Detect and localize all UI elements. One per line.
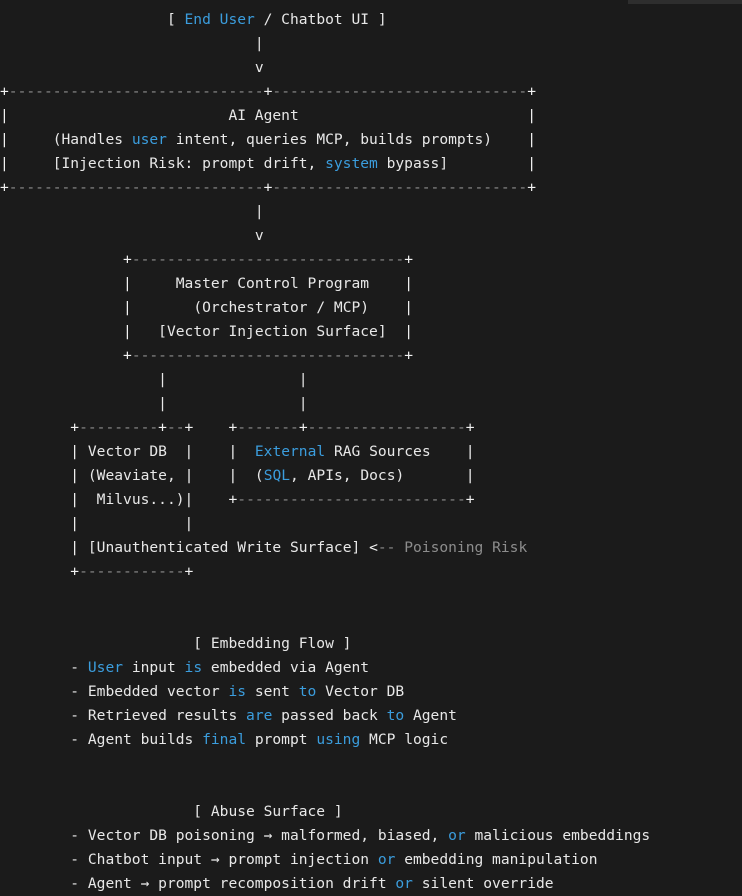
spacer-2 — [0, 752, 742, 776]
mcp-box-top-border: +-------------------------------+ — [123, 251, 413, 268]
spacer-1 — [0, 584, 742, 608]
agent-box-line3-row: | [Injection Risk: prompt drift, system … — [0, 155, 536, 172]
node-ai-agent-kw-user: user — [131, 131, 167, 148]
node-vector-db-line3: Milvus...) — [87, 491, 185, 508]
connector-pipe-1: | — [254, 35, 264, 52]
spacer-1b — [0, 608, 742, 632]
node-mcp-line2: (Orchestrator / MCP) — [193, 299, 370, 316]
node-mcp-line3: [Vector Injection Surface] — [158, 323, 387, 340]
window-chrome-strip — [628, 0, 742, 4]
title-end-user-line: [ End User / Chatbot UI ] — [166, 11, 387, 28]
mcp-box-line3-row: | [Vector Injection Surface] | — [123, 323, 413, 340]
ascii-diagram-canvas: [ End User / Chatbot UI ] | v +----------… — [0, 11, 650, 892]
leaf-boxes-title-row: | Vector DB | | External RAG Sources | — [70, 443, 475, 460]
abuse-surface-item-1: - Chatbot input → prompt injection or em… — [70, 851, 598, 868]
poisoning-risk-annotation: Poisoning Risk — [404, 539, 528, 556]
node-external-rag-kw: External — [254, 443, 326, 460]
abuse-surface-heading: [ Abuse Surface ] — [0, 800, 742, 824]
connector-pipe-2: | — [254, 203, 264, 220]
connector-arrow-1: v — [254, 59, 264, 76]
embedding-flow-heading: [ Embedding Flow ] — [0, 632, 742, 656]
connector-arrow-2: v — [254, 227, 264, 244]
agent-box-title-row: | AI Agent | — [0, 107, 536, 124]
node-end-user-kw2: User — [219, 11, 255, 28]
node-ai-agent-kw-system: system — [325, 155, 378, 172]
node-vector-db-line5: [Unauthenticated Write Surface] — [87, 539, 361, 556]
embedding-flow-item-0: - User input is embedded via Agent — [70, 659, 370, 676]
node-vector-db-line2: (Weaviate, — [87, 467, 176, 484]
mcp-box-line2-row: | (Orchestrator / MCP) | — [123, 299, 414, 316]
leaf-boxes-top-border: +---------+--+ +-------+----------------… — [70, 419, 475, 436]
embedding-flow-item-1: - Embedded vector is sent to Vector DB — [70, 683, 405, 700]
abuse-surface-item-0: - Vector DB poisoning → malformed, biase… — [70, 827, 651, 844]
leaf-boxes-line2-row: | (Weaviate, | | (SQL, APIs, Docs) | — [70, 467, 475, 484]
connector-branch-1: | | — [158, 371, 308, 388]
embedding-flow-item-2: - Retrieved results are passed back to A… — [70, 707, 457, 724]
connector-branch-2: | | — [158, 395, 308, 412]
vector-db-blank-row: | | — [70, 515, 194, 532]
mcp-box-bottom-border: +-------------------------------+ — [123, 347, 413, 364]
agent-box-line2-row: | (Handles user intent, queries MCP, bui… — [0, 131, 537, 148]
agent-box-bottom-border: +-----------------------------+---------… — [0, 179, 537, 196]
embedding-flow-item-3: - Agent builds final prompt using MCP lo… — [70, 731, 449, 748]
vector-db-bottom-border: +------------+ — [70, 563, 194, 580]
abuse-surface-heading-text: [ Abuse Surface ] — [193, 803, 343, 820]
node-mcp-title: Master Control Program — [175, 275, 370, 292]
node-external-rag-kw-sql: SQL — [263, 467, 291, 484]
ascii-architecture-diagram: [ End User / Chatbot UI ] | v +----------… — [0, 8, 742, 896]
leaf-boxes-line3-row: | Milvus...)| +-------------------------… — [70, 491, 475, 508]
spacer-2b — [0, 776, 742, 800]
mcp-box-title-row: | Master Control Program | — [123, 275, 413, 292]
embedding-flow-heading-text: [ Embedding Flow ] — [193, 635, 352, 652]
abuse-surface-item-2: - Agent → prompt recomposition drift or … — [70, 875, 554, 892]
node-end-user-kw1: End — [184, 11, 211, 28]
vector-db-annotation-row: | [Unauthenticated Write Surface] <-- Po… — [70, 539, 528, 556]
node-vector-db-title: Vector DB — [87, 443, 167, 460]
agent-box-top-border: +-----------------------------+---------… — [0, 83, 537, 100]
node-ai-agent-title: AI Agent — [228, 107, 299, 124]
